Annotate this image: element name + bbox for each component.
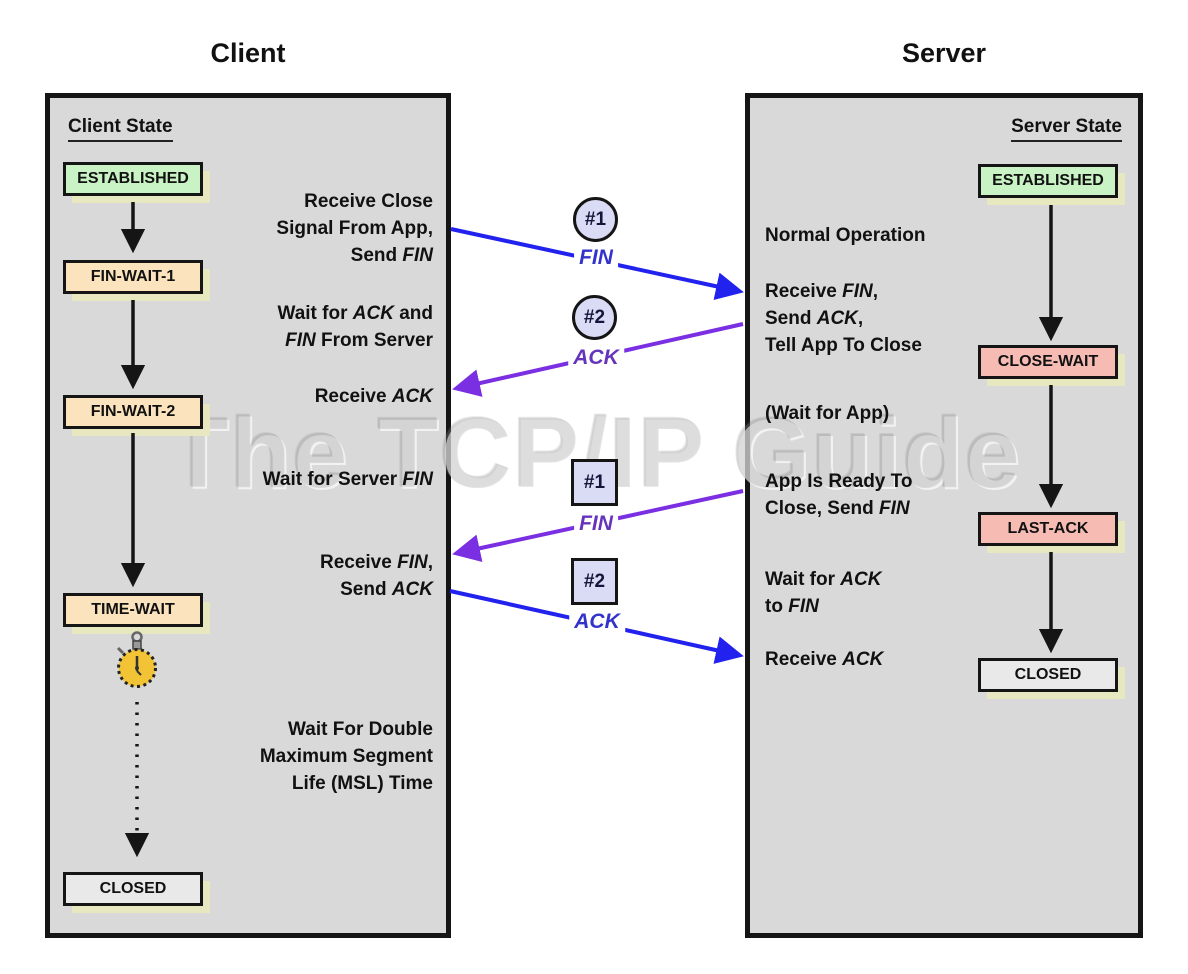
- state-box-client-fin-wait-1: FIN-WAIT-1: [63, 260, 203, 294]
- message-badge-2-square: #2: [571, 558, 618, 605]
- message-label-ack-2b: ACK: [569, 610, 625, 634]
- state-box-server-closed: CLOSED: [978, 658, 1118, 692]
- server-panel: Server State ESTABLISHED CLOSE-WAIT LAST…: [745, 93, 1143, 938]
- server-annotation-receive-ack: Receive ACK: [765, 649, 884, 670]
- message-label-fin-1: FIN: [574, 246, 618, 270]
- state-label: LAST-ACK: [1007, 520, 1089, 537]
- stopwatch-icon: [116, 631, 157, 688]
- state-box-client-time-wait: TIME-WAIT: [63, 593, 203, 627]
- client-state-heading: Client State: [68, 116, 173, 142]
- message-label-ack-2: ACK: [568, 346, 624, 370]
- state-box-client-established: ESTABLISHED: [63, 162, 203, 196]
- message-badge-2-circle: #2: [572, 295, 617, 340]
- badge-number: #1: [584, 208, 607, 230]
- server-state-heading: Server State: [1011, 116, 1122, 142]
- client-title: Client: [210, 38, 286, 68]
- state-label: FIN-WAIT-1: [90, 268, 176, 285]
- state-label: CLOSE-WAIT: [997, 353, 1099, 370]
- message-label-fin-1b: FIN: [574, 512, 618, 536]
- client-annotation-wait-server-fin: Wait for Server FIN: [262, 469, 433, 490]
- state-label: TIME-WAIT: [91, 601, 175, 618]
- badge-number: #1: [583, 471, 606, 493]
- state-box-server-established: ESTABLISHED: [978, 164, 1118, 198]
- state-label: FIN-WAIT-2: [90, 403, 176, 420]
- state-box-server-last-ack: LAST-ACK: [978, 512, 1118, 546]
- state-box-client-fin-wait-2: FIN-WAIT-2: [63, 395, 203, 429]
- server-annotation-normal-operation: Normal Operation: [765, 225, 926, 246]
- badge-number: #2: [583, 570, 606, 592]
- state-label: CLOSED: [99, 880, 167, 897]
- state-box-client-closed: CLOSED: [63, 872, 203, 906]
- client-annotation-receive-ack: Receive ACK: [314, 386, 433, 407]
- state-box-server-close-wait: CLOSE-WAIT: [978, 345, 1118, 379]
- message-badge-1-circle: #1: [573, 197, 618, 242]
- server-annotation-wait-for-app: (Wait for App): [765, 403, 890, 424]
- server-annotation-receive-fin: Receive FIN,Send ACK,Tell App To Close: [765, 281, 922, 356]
- state-label: ESTABLISHED: [992, 172, 1104, 189]
- client-panel: Client State ESTABLISHED FIN-WAIT-1 FIN-…: [45, 93, 451, 938]
- badge-number: #2: [583, 306, 606, 328]
- state-label: ESTABLISHED: [77, 170, 189, 187]
- server-title: Server: [901, 38, 987, 68]
- client-annotation-receive-fin-send-ack: Receive FIN,Send ACK: [319, 552, 433, 600]
- state-label: CLOSED: [1014, 666, 1082, 683]
- message-badge-1-square: #1: [571, 459, 618, 506]
